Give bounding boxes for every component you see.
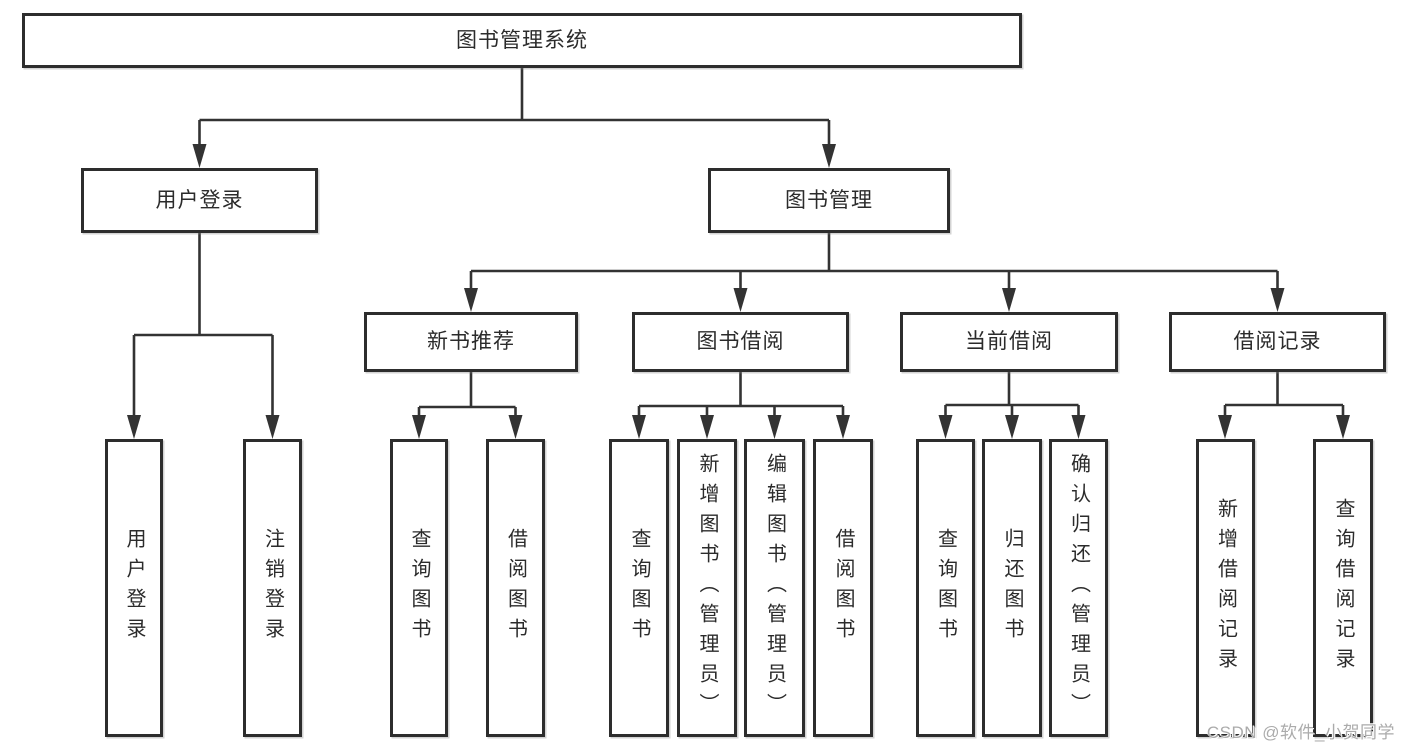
node-label: 图书管理系统 [456,28,588,52]
leaf-label: 新增图书（管理员） [696,453,718,723]
leaf-add-book-admin: 新增图书（管理员） [677,439,737,737]
leaf-label: 确认归还（管理员） [1067,453,1090,723]
leaf-edit-book-admin: 编辑图书（管理员） [744,439,805,737]
leaf-label: 查询图书 [934,528,957,648]
arrowheads [127,144,1350,439]
leaf-borrow-books: 借阅图书 [813,439,873,737]
leaf-user-login: 用户登录 [105,439,163,737]
node-label: 图书管理 [785,188,873,212]
node-current-borrowing: 当前借阅 [900,312,1118,372]
node-new-book-recommend: 新书推荐 [364,312,578,372]
leaf-label: 借阅图书 [832,528,854,648]
leaf-label: 归还图书 [1001,528,1023,648]
leaf-label: 查询借阅记录 [1332,498,1354,678]
leaf-query-books-current: 查询图书 [916,439,975,737]
node-book-borrowing: 图书借阅 [632,312,849,372]
node-label: 用户登录 [155,188,244,212]
node-book-management: 图书管理 [708,168,950,233]
leaf-query-books-borrow: 查询图书 [609,439,669,737]
leaf-label: 用户登录 [123,528,145,648]
leaf-label: 新增借阅记录 [1214,498,1237,678]
leaf-return-book: 归还图书 [982,439,1042,737]
node-label: 当前借阅 [965,330,1053,354]
leaf-query-borrow-record: 查询借阅记录 [1313,439,1373,737]
leaf-logout: 注销登录 [243,439,302,737]
node-label: 借阅记录 [1233,330,1322,354]
csdn-watermark: CSDN @软件_小贺同学 [1206,723,1395,742]
node-label: 图书借阅 [696,330,785,354]
node-label: 新书推荐 [427,330,515,354]
leaf-label: 查询图书 [628,528,650,648]
node-user-login: 用户登录 [81,168,318,233]
leaf-query-books-recommend: 查询图书 [390,439,448,737]
leaf-borrow-books-recommend: 借阅图书 [486,439,545,737]
leaf-confirm-return-admin: 确认归还（管理员） [1049,439,1108,737]
leaf-add-borrow-record: 新增借阅记录 [1196,439,1255,737]
leaf-label: 借阅图书 [504,528,527,648]
leaf-label: 查询图书 [408,528,430,648]
node-library-system: 图书管理系统 [22,13,1022,68]
leaf-label: 注销登录 [261,528,284,648]
leaf-label: 编辑图书（管理员） [763,453,786,723]
node-borrow-records: 借阅记录 [1169,312,1386,372]
